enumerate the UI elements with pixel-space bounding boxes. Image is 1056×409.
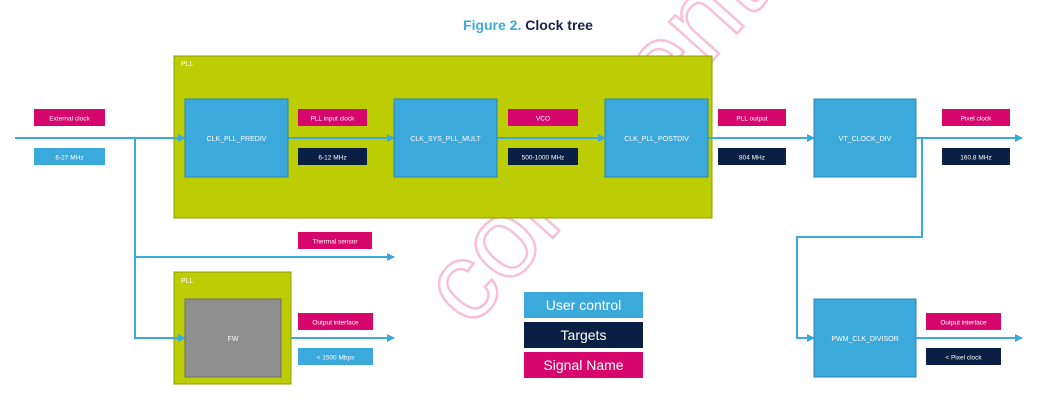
wire-branch-down <box>134 138 186 342</box>
svg-text:< 1500 Mbps: < 1500 Mbps <box>317 355 356 362</box>
svg-text:VCO: VCO <box>536 116 550 123</box>
signal-thermal-sensor: Thermal sensor <box>298 232 372 249</box>
target-fw-rate: < 1500 Mbps <box>298 348 373 365</box>
svg-text:Targets: Targets <box>561 327 607 343</box>
target-pll-output-freq: 804 MHz <box>718 148 786 165</box>
svg-text:500-1000 MHz: 500-1000 MHz <box>522 155 565 162</box>
svg-text:6-27 MHz: 6-27 MHz <box>55 155 83 162</box>
block-fw: FW <box>184 298 282 378</box>
connections <box>15 134 1023 342</box>
svg-text:Output interface: Output interface <box>312 320 359 327</box>
figure-name: Clock tree <box>525 17 593 33</box>
svg-text:PWM_CLK_DIVISOR: PWM_CLK_DIVISOR <box>831 336 898 343</box>
signal-output-interface-pwm: Output interface <box>926 313 1001 330</box>
block-vt-div: VT_CLOCK_DIV <box>813 98 917 178</box>
svg-text:6-12 MHz: 6-12 MHz <box>318 155 346 162</box>
signal-external-clock: External clock <box>34 109 105 126</box>
svg-text:804 MHz: 804 MHz <box>739 155 765 162</box>
pll-fw-label: PLL <box>181 278 194 285</box>
figure-number: Figure 2. <box>463 17 522 33</box>
figure-title: Figure 2. Clock tree <box>0 17 1056 33</box>
svg-text:Output interface: Output interface <box>940 320 987 327</box>
signal-pixel-clock: Pixel clock <box>942 109 1010 126</box>
legend-user-control: User control <box>524 292 643 318</box>
pll-main-label: PLL <box>181 61 194 68</box>
svg-text:FW: FW <box>228 336 239 343</box>
svg-text:PLL output: PLL output <box>736 116 767 123</box>
svg-text:User control: User control <box>546 297 621 313</box>
svg-text:CLK_SYS_PLL_MULT: CLK_SYS_PLL_MULT <box>410 136 481 143</box>
svg-text:Signal Name: Signal Name <box>543 357 623 373</box>
svg-text:Pixel clock: Pixel clock <box>961 116 992 123</box>
block-prediv: CLK_PLL_PREDIV <box>184 98 289 178</box>
svg-text:160.8 MHz: 160.8 MHz <box>960 155 991 162</box>
svg-text:PLL input clock: PLL input clock <box>311 116 356 123</box>
svg-text:< Pixel clock: < Pixel clock <box>945 355 982 362</box>
target-pixel-clock-freq: 160.8 MHz <box>942 148 1010 165</box>
block-postdiv: CLK_PLL_POSTDIV <box>604 98 709 178</box>
svg-text:CLK_PLL_PREDIV: CLK_PLL_PREDIV <box>207 136 267 143</box>
block-pwm-div: PWM_CLK_DIVISOR <box>813 298 917 378</box>
wire-pixel-to-pwm <box>796 138 923 342</box>
signal-output-interface-fw: Output interface <box>298 313 373 330</box>
signal-pll-output: PLL output <box>718 109 786 126</box>
target-vco-range: 500-1000 MHz <box>508 148 578 165</box>
target-pwm-rate: < Pixel clock <box>926 348 1001 365</box>
signal-pll-input-clock: PLL input clock <box>298 109 367 126</box>
target-pll-input-range: 6-12 MHz <box>298 148 367 165</box>
svg-text:CLK_PLL_POSTDIV: CLK_PLL_POSTDIV <box>624 136 689 143</box>
legend: User control Targets Signal Name <box>524 292 643 378</box>
legend-targets: Targets <box>524 322 643 348</box>
target-external-range: 6-27 MHz <box>34 148 105 165</box>
signal-vco: VCO <box>508 109 578 126</box>
legend-signal-name: Signal Name <box>524 352 643 378</box>
svg-text:Thermal sensor: Thermal sensor <box>312 239 358 246</box>
svg-text:VT_CLOCK_DIV: VT_CLOCK_DIV <box>839 136 892 143</box>
block-mult: CLK_SYS_PLL_MULT <box>393 98 498 178</box>
svg-text:External clock: External clock <box>49 116 90 123</box>
